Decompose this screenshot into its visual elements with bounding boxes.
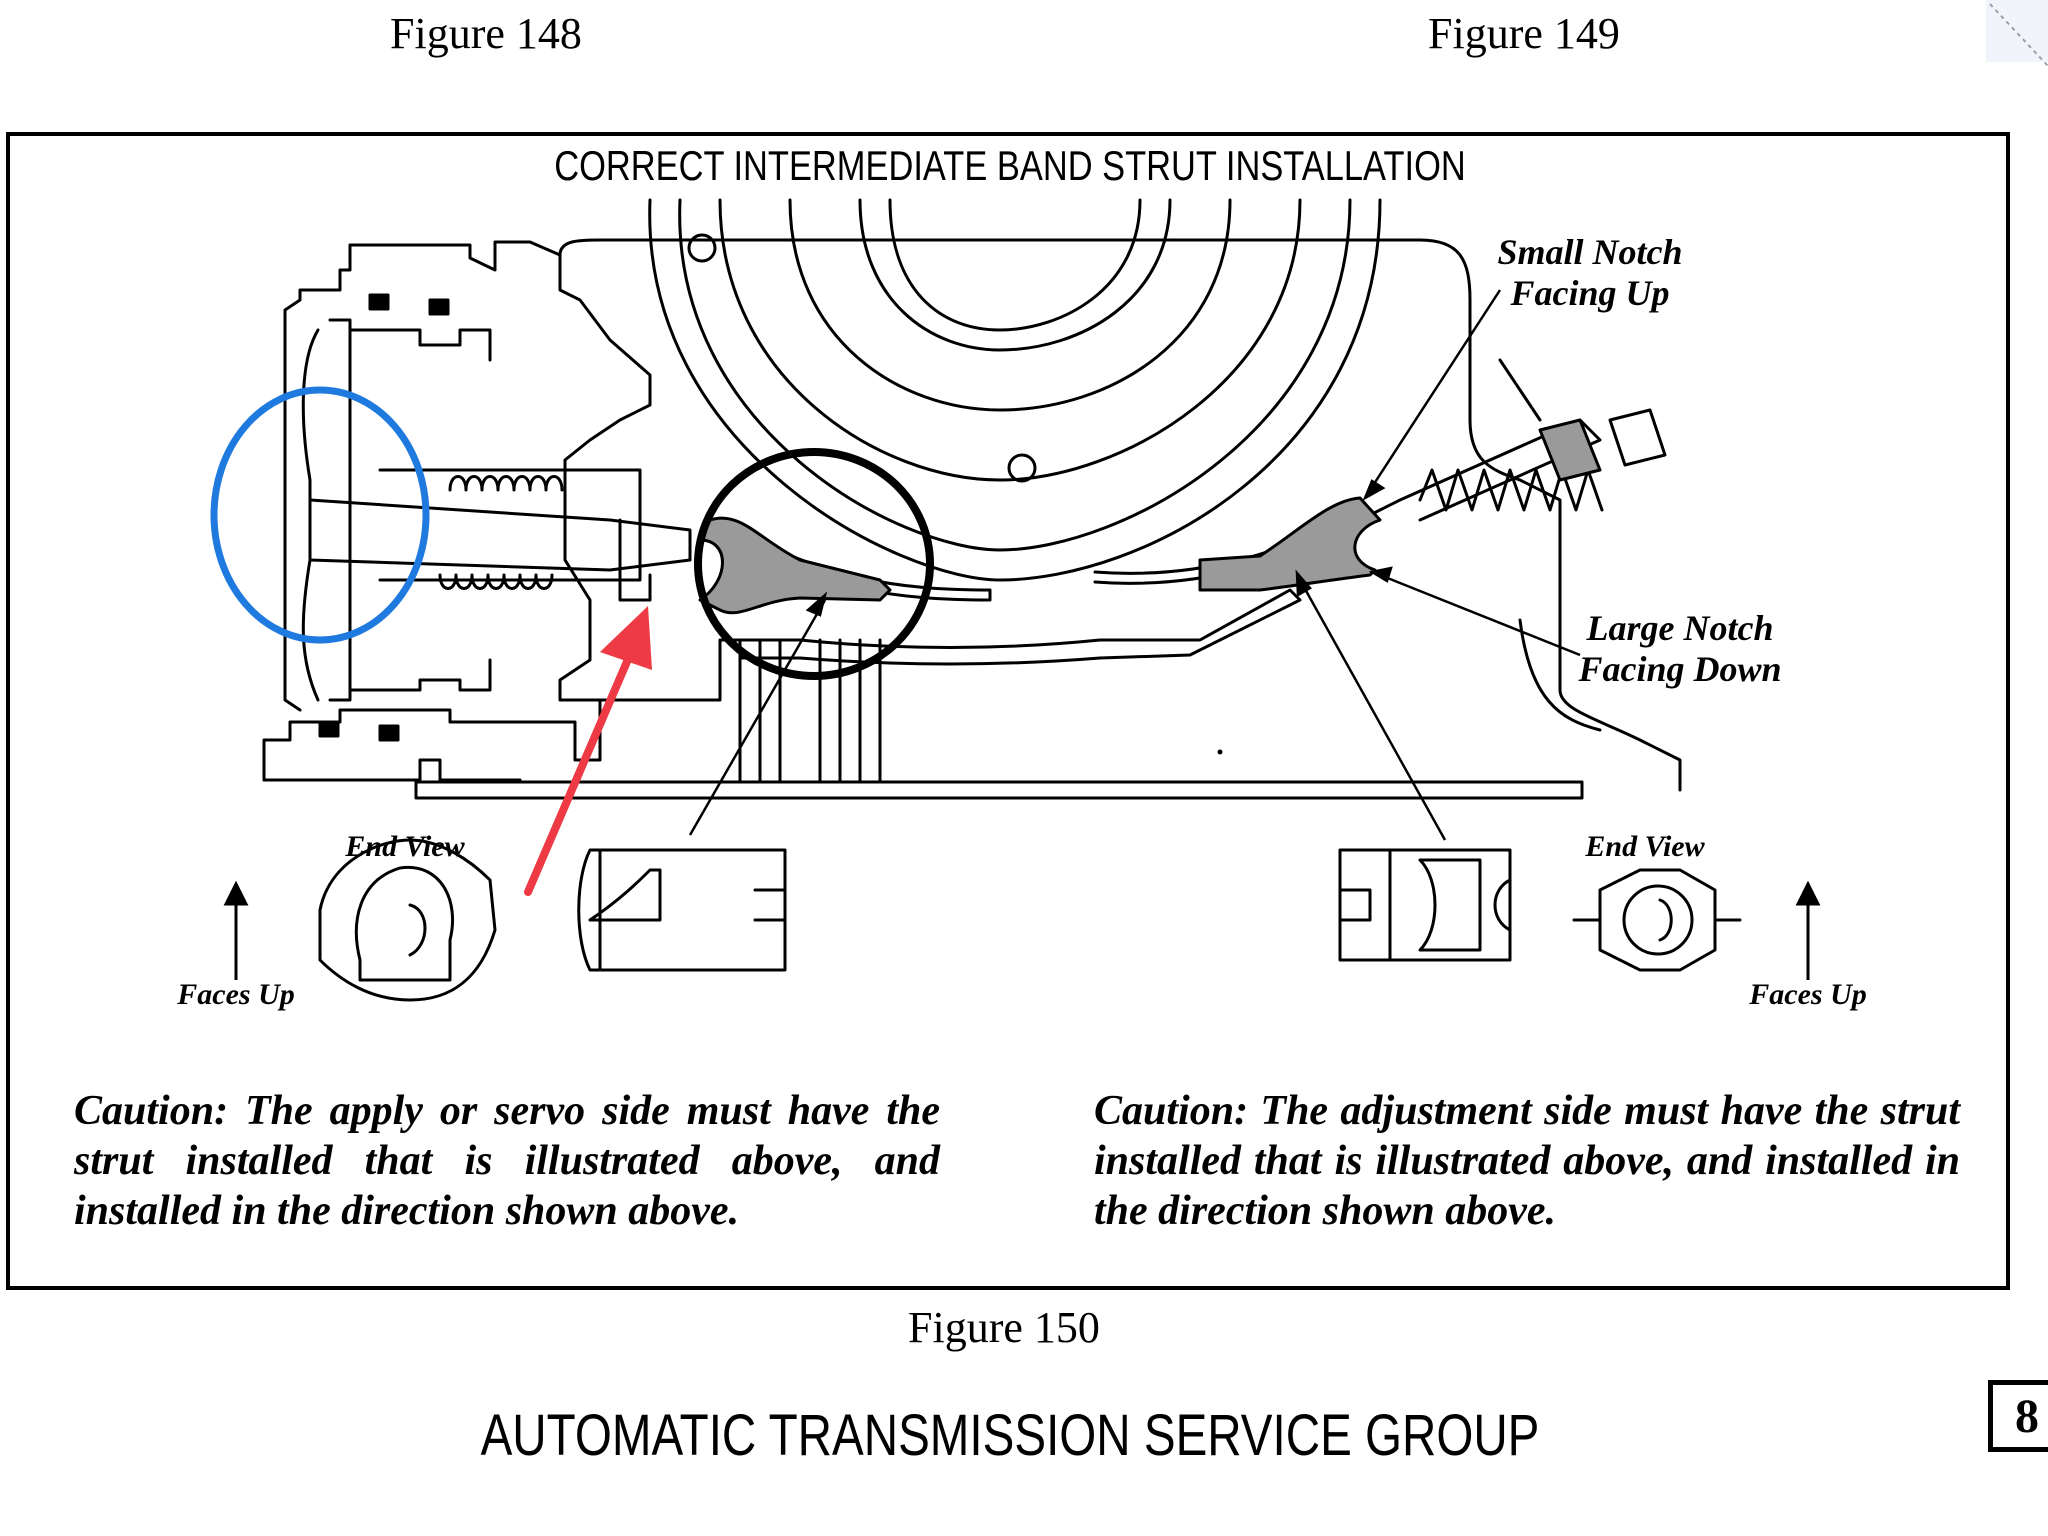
figure-150-label: Figure 150 (908, 1303, 1100, 1352)
diagram-frame (6, 132, 2010, 1290)
faces-up-arrow-left (223, 880, 249, 980)
blue-circle-callout (210, 386, 430, 644)
black-circle-callout (694, 448, 934, 680)
diagram-title: CORRECT INTERMEDIATE BAND STRUT INSTALLA… (554, 142, 1466, 189)
footer-brand: AUTOMATIC TRANSMISSION SERVICE GROUP (480, 1403, 1540, 1468)
callouts (210, 386, 934, 896)
stray-dot (1217, 749, 1223, 755)
end-view-right-label: End View (1585, 830, 1705, 863)
figure-148-label: Figure 148 (390, 9, 582, 58)
leader-arrow-adjust (1295, 569, 1312, 598)
end-view-right (1572, 868, 1742, 972)
adjust-strut (1198, 496, 1382, 592)
page-number: 8 (2015, 1390, 2039, 1443)
large-notch-label: Large Notch Facing Down (1578, 608, 1782, 690)
red-arrow-shaft (524, 646, 636, 896)
strut-side-view-right (1338, 848, 1512, 962)
servo-housing (262, 240, 692, 782)
faces-up-left-label: Faces Up (177, 978, 295, 1011)
caution-apply-side: Caution: The apply or servo side must ha… (74, 1088, 940, 1234)
faces-up-arrow-right (1795, 880, 1821, 980)
strut-side-view-left (577, 848, 787, 972)
page-number-box: 8 (1988, 1380, 2048, 1452)
end-view-left (318, 838, 497, 1002)
figure-149-label: Figure 149 (1428, 9, 1620, 58)
caution-adjustment-side: Caution: The adjustment side must have t… (1094, 1088, 1960, 1234)
leader-arrow-apply (805, 591, 828, 617)
apply-strut (698, 516, 892, 615)
faces-up-right-label: Faces Up (1749, 978, 1867, 1011)
page-corner-fold (1986, 0, 2048, 67)
leader-arrow-small-notch (1362, 479, 1386, 501)
small-notch-label: Small Notch Facing Up (1497, 232, 1683, 314)
adjustment-screw (1358, 358, 1667, 732)
end-view-left-label: End View (345, 830, 465, 863)
leader-arrow-large-notch (1368, 566, 1393, 583)
leader-lines (688, 289, 1581, 841)
red-arrow-head (600, 606, 652, 670)
